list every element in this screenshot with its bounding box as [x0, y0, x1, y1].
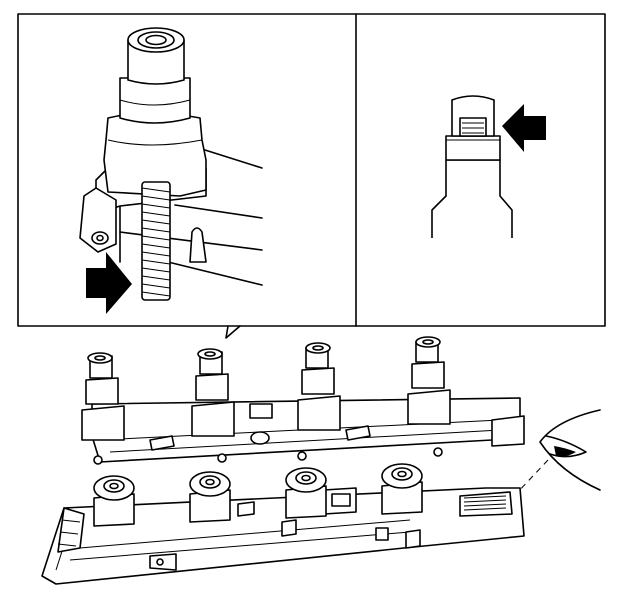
coil-tower — [191, 348, 235, 437]
arrow-left-icon — [502, 104, 546, 152]
coil-tower — [297, 342, 341, 431]
coil-assembly-lower — [41, 463, 525, 585]
detail-panel-left — [79, 27, 263, 314]
detail-panel-right — [431, 95, 546, 238]
coil-tower — [407, 336, 451, 425]
coil-assembly-upper — [81, 336, 525, 465]
spring — [141, 181, 171, 301]
coil-tower — [285, 467, 327, 519]
coil-tower — [381, 463, 423, 515]
eye-viewpoint-icon — [515, 409, 601, 495]
inset-frame — [17, 13, 606, 339]
coil-tower — [81, 352, 125, 441]
arrow-right-icon — [86, 252, 132, 314]
coil-tower — [93, 475, 135, 527]
coil-tower — [189, 471, 231, 523]
